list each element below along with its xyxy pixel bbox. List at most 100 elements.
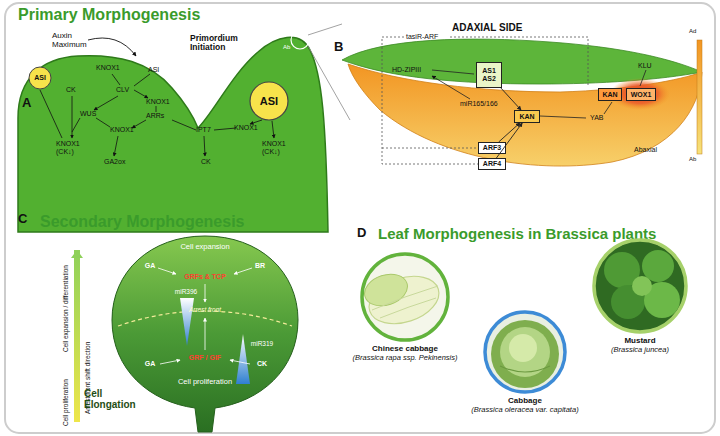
process-label: Cell proliferation [178, 378, 232, 386]
regulation-line [132, 120, 146, 128]
axis-label: Ad [302, 22, 309, 29]
gene-label: GA2ox [104, 158, 125, 166]
regulation-line [160, 360, 180, 364]
foliage [642, 250, 674, 282]
mustard-photo [594, 240, 686, 332]
cabbage-photo [484, 312, 566, 394]
c-network-lines [158, 268, 252, 364]
species-name: Mustard [624, 337, 655, 346]
axis-label: Ab [689, 156, 696, 163]
species-photo: Chinese cabbage(Brassica rapa ssp. Pekin… [340, 252, 470, 368]
circle-outline [29, 67, 51, 89]
gene-label: ASI [148, 66, 159, 74]
circle-outline [250, 82, 288, 120]
gene-box: ARF3 [478, 142, 506, 154]
adaxial-domain [342, 39, 702, 84]
regulation-line [112, 74, 120, 85]
species-latin: (Brassica rapa ssp. Pekinensis) [352, 354, 457, 362]
regulation-line [204, 136, 205, 156]
panel-subtitle: ADAXIAL SIDE [452, 22, 522, 33]
regulation-line [214, 128, 236, 130]
gene-label: ARRs [146, 112, 164, 120]
axis-bar [697, 40, 702, 154]
regulation-line [72, 118, 80, 132]
process-label: Arrest front [189, 306, 221, 313]
zoom-line [308, 24, 342, 35]
gene-label: ASI [34, 74, 46, 82]
auxin-arrow [88, 38, 136, 56]
text-holder: ARF4 [479, 159, 505, 169]
zoom-line [308, 46, 350, 120]
axis-label: Ad [689, 28, 696, 35]
gene-label: WOX1 [631, 91, 652, 99]
regulation-arrow [499, 123, 520, 142]
chinese-cabbage-photo [360, 252, 450, 342]
gene-label: YAB [590, 114, 604, 122]
gene-label: ARF4 [483, 160, 501, 168]
text-holder: KAN [515, 111, 539, 122]
panel-title: Primary Morphogenesis [18, 6, 200, 24]
gene-label: HD-ZIPIII [392, 66, 421, 74]
photo-ring [485, 312, 565, 392]
species-photo: Cabbage(Brassica oleracea var. capitata) [460, 310, 590, 428]
regulation-line [205, 284, 206, 302]
node-outline [340, 252, 470, 342]
annotation: Auxin Maximum [52, 32, 92, 50]
hormone-label: GA [145, 360, 156, 368]
gene-label: GRFs & TCP [184, 273, 226, 281]
gene-label: KLU [638, 62, 652, 70]
regulation-line [158, 268, 176, 274]
text-holder: WOX1 [627, 89, 655, 100]
gene-label: KNOX1 [110, 126, 134, 134]
gene-label: tasiR-ARF [406, 33, 438, 41]
regulation-line [382, 148, 478, 149]
text-holder: Chinese cabbage(Brassica rapa ssp. Pekin… [340, 345, 470, 362]
hormone-label: BR [255, 262, 265, 270]
regulation-line [156, 106, 157, 112]
hormone-label: GA [145, 262, 156, 270]
annotation: Primordium Initiation [190, 34, 250, 53]
gene-label: miR165/166 [460, 100, 498, 108]
regulation-line [134, 74, 150, 86]
gene-label: CLV [116, 86, 129, 94]
regulation-line [172, 120, 196, 130]
regulation-line [114, 136, 118, 156]
gene-label: IPT7 [196, 126, 211, 134]
zoom-circle [291, 31, 309, 49]
gene-label: ARF3 [483, 144, 501, 152]
species-latin: (Brassica oleracea var. capitata) [471, 406, 578, 414]
gene-label: GRF / GIF [189, 354, 221, 362]
gene-label: CK [201, 158, 211, 166]
axis-label: Cell proliferation [62, 379, 69, 426]
gene-label: KAN [519, 113, 534, 121]
gene-box: AS1 AS2 [476, 62, 502, 88]
photo-background [360, 252, 450, 342]
foliage [594, 240, 686, 332]
text-holder: ASI [28, 66, 52, 90]
gene-label: KNOX1 [96, 64, 120, 72]
regulation-line [604, 102, 612, 114]
regulation-line [96, 118, 110, 127]
figure-frame [5, 3, 715, 433]
bar-arrowhead [71, 250, 83, 258]
cabbage-outer [491, 320, 559, 388]
panel-title: Secondary Morphogenesis [40, 213, 245, 231]
species-photo: Mustard(Brassica juncea) [580, 238, 700, 358]
regulation-line [40, 90, 62, 138]
text-holder: KAN [599, 89, 621, 100]
gene-label: KNOX1 (CK↓) [56, 140, 90, 155]
text-holder: AS1 AS2 [477, 63, 501, 87]
hormone-label: CK [257, 360, 267, 368]
process-label: Cell expansion [180, 243, 229, 251]
text-holder: ARF3 [479, 143, 505, 153]
panel-letter: B [334, 40, 343, 54]
gene-box: KAN [514, 110, 540, 123]
gene-label: CK [66, 86, 76, 94]
gene-circle: ASI [28, 66, 52, 90]
gene-network-lines [40, 74, 274, 156]
mirna-label: miR396 [175, 288, 197, 295]
regulation-line [250, 120, 262, 124]
leaf-vein [500, 366, 550, 372]
gene-box: KAN [598, 88, 622, 101]
node-outline [460, 310, 590, 394]
